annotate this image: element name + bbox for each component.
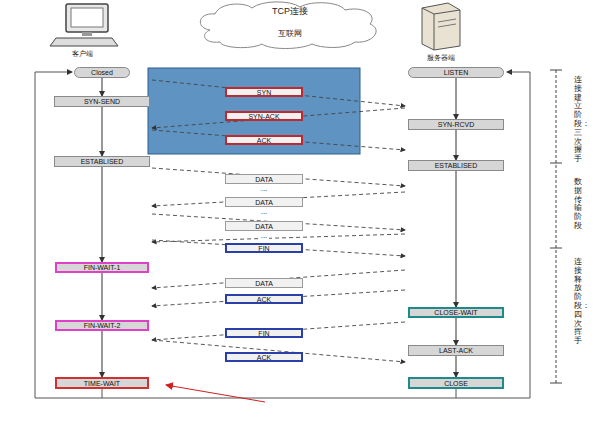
timeline-arrow [102,167,103,262]
state-box: FIN-WAIT-1 [55,262,149,273]
text-label: 客户端 [72,50,93,57]
message-box: SYN [225,87,303,97]
node-text: LAST-ACK [439,347,473,354]
text-label: ... [259,208,270,216]
state-box: TIME-WAIT [55,377,149,389]
node-text: SYN [257,89,271,96]
timeline-arrow [102,78,103,96]
node-text: FIN [258,330,269,337]
node-text: SYN-RCVD [438,121,475,128]
node-text: DATA [255,280,273,287]
node-text: CLOSE [444,380,468,387]
node-text: ACK [257,354,271,361]
timeline-arrow [456,78,457,119]
node-text: CLOSE-WAIT [434,309,477,316]
state-box: ESTABLISED [54,156,150,167]
message-box: ACK [225,135,303,145]
node-text: FIN [258,245,269,252]
timeline-arrow [456,130,457,160]
text-label: 服务器端 [427,54,455,61]
node-text: TIME-WAIT [84,380,120,387]
message-box: DATA [225,174,303,184]
message-box: SYN-ACK [225,111,303,121]
computer-icon [50,4,118,46]
phase-label: 数据传输阶段 [574,178,582,231]
node-text: ESTABLISED [81,158,124,165]
node-text: LISTEN [444,69,469,76]
node-text: ESTABLISED [435,162,478,169]
highlight-panel [148,68,360,154]
node-text: FIN-WAIT-1 [84,264,121,271]
state-box: ESTABLISED [408,160,504,171]
message-box: DATA [225,278,303,288]
message-lines [152,80,405,362]
node-text: SYN-ACK [248,113,279,120]
pointer-arrow [166,385,265,402]
node-text: DATA [255,199,273,206]
phase-bracket [550,70,562,383]
message-box: ACK [225,352,303,362]
message-box: FIN [225,328,303,338]
state-box: CLOSE [408,377,504,389]
timeline-arrow [456,171,457,307]
message-box: FIN [225,243,303,253]
text-label: ... [259,232,270,240]
node-text: DATA [255,223,273,230]
phase-label: 连接释放阶段：四次挥手 [574,258,582,346]
cloud [200,2,376,49]
node-text: FIN-WAIT-2 [84,322,121,329]
node-text: ACK [257,137,271,144]
timeline-arrow [102,107,103,156]
loop-lines [35,72,530,398]
timeline-arrow [102,331,103,377]
text-label: 互联网 [278,30,302,38]
state-box: LAST-ACK [408,345,504,356]
timeline-arrow [102,273,103,320]
state-box: LISTEN [408,67,504,78]
timeline-arrow [456,356,457,377]
message-box: ACK [225,294,303,304]
state-box: Closed [74,67,130,78]
node-text: DATA [255,176,273,183]
phase-label: 连接建立阶段：三次握手 [574,76,582,164]
node-text: ACK [257,296,271,303]
state-box: CLOSE-WAIT [408,307,504,318]
state-box: FIN-WAIT-2 [55,320,149,331]
node-text: SYN-SEND [84,98,120,105]
node-text: Closed [91,69,113,76]
text-label: ... [259,185,270,193]
text-label: TCP连接 [272,7,308,16]
state-box: SYN-RCVD [408,119,504,130]
state-box: SYN-SEND [54,96,150,107]
message-box: DATA [225,197,303,207]
message-box: DATA [225,221,303,231]
server-icon [422,3,460,50]
timeline-arrow [456,318,457,345]
